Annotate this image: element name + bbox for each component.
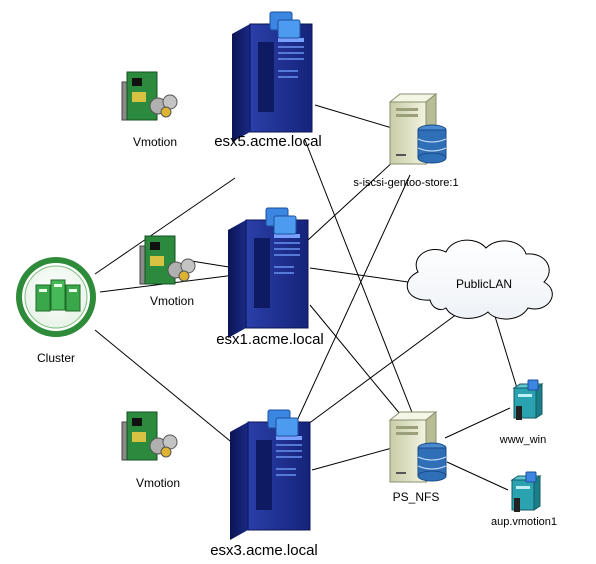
edge-nfs-aup [446,461,509,491]
edge-esx1-iscsi [307,159,396,241]
network-card-icon [121,411,178,461]
publiclan-node[interactable]: PublicLAN [406,239,553,320]
vmotion-mid-label: Vmotion [150,294,194,308]
ps-nfs-label: PS_NFS [393,490,440,504]
virtual-machine-icon [510,471,542,512]
server-tower-icon [232,11,313,142]
aup-node[interactable]: aup.vmotion1 [491,471,557,528]
edge-cluster-esx3 [94,329,236,446]
virtual-machine-icon [512,379,544,420]
edge-nfs-www [444,407,511,439]
ps-nfs-node[interactable]: PS_NFS [388,410,447,504]
edge-cluster-esx5 [94,177,236,275]
storage-server-icon [388,92,447,166]
vmotion-bottom-label: Vmotion [136,476,180,490]
cluster-label: Cluster [37,351,75,365]
esx5-label: esx5.acme.local [214,133,322,150]
network-card-icon [121,71,178,121]
edge-esx5-nfs [304,139,416,421]
edge-esx1-nfs [309,304,406,421]
esx5-node[interactable]: esx5.acme.local [214,11,322,150]
iscsi-label: s-iscsi-gentoo-store:1 [353,177,458,189]
esx3-node[interactable]: esx3.acme.local [210,409,318,559]
vmotion-top-node[interactable]: Vmotion [121,71,178,149]
www-win-node[interactable]: www_win [499,379,546,446]
esx1-node[interactable]: esx1.acme.local [216,207,324,348]
vmotion-mid-node[interactable]: Vmotion [139,235,196,308]
cluster-icon [16,257,96,337]
edge-esx3-publiclan [299,307,466,431]
cluster-node[interactable]: Cluster [16,257,96,365]
cloud-icon [406,239,553,320]
edge-esx5-iscsi [314,104,393,129]
iscsi-node[interactable]: s-iscsi-gentoo-store:1 [353,92,459,189]
edge-esx1-publiclan [309,267,416,284]
publiclan-label: PublicLAN [456,277,512,291]
www-win-label: www_win [499,434,546,446]
server-tower-icon [228,207,309,338]
storage-server-icon [388,410,447,484]
edge-esx3-nfs [311,447,393,471]
network-card-icon [139,235,196,285]
vmotion-top-label: Vmotion [133,135,177,149]
vmotion-bottom-node[interactable]: Vmotion [121,411,180,490]
esx1-label: esx1.acme.local [216,331,324,348]
aup-label: aup.vmotion1 [491,516,557,528]
server-tower-icon [230,409,311,540]
edge-esx3-iscsi [294,174,411,426]
esx3-label: esx3.acme.local [210,542,318,559]
